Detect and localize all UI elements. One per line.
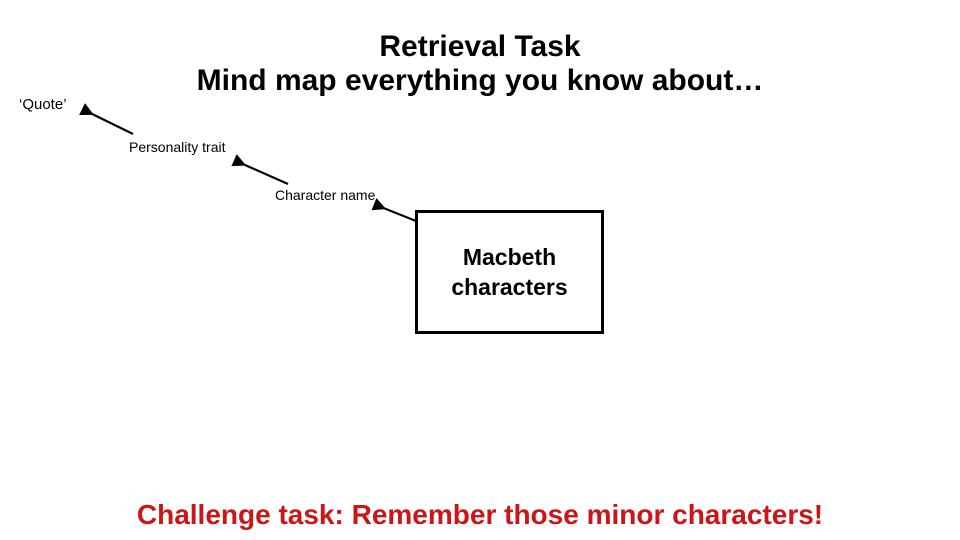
slide-title: Retrieval Task Mind map everything you k… <box>120 30 840 98</box>
connector-character-arrow <box>371 198 417 223</box>
title-line-1: Retrieval Task <box>379 30 581 63</box>
connector-personality-arrow <box>231 154 289 186</box>
mindmap-label-character-name: Character name <box>275 187 376 203</box>
mindmap-label-personality-trait: Personality trait <box>129 139 226 155</box>
mindmap-label-quote: ‘Quote’ <box>19 96 67 113</box>
mindmap-center-box: Macbeth characters <box>415 210 604 334</box>
title-line-2: Mind map everything you know about… <box>196 64 764 97</box>
connector-quote-arrow <box>79 103 134 135</box>
challenge-task-text: Challenge task: Remember those minor cha… <box>136 499 824 530</box>
center-box-line-1: Macbeth <box>462 244 557 270</box>
center-box-line-2: characters <box>451 274 568 300</box>
